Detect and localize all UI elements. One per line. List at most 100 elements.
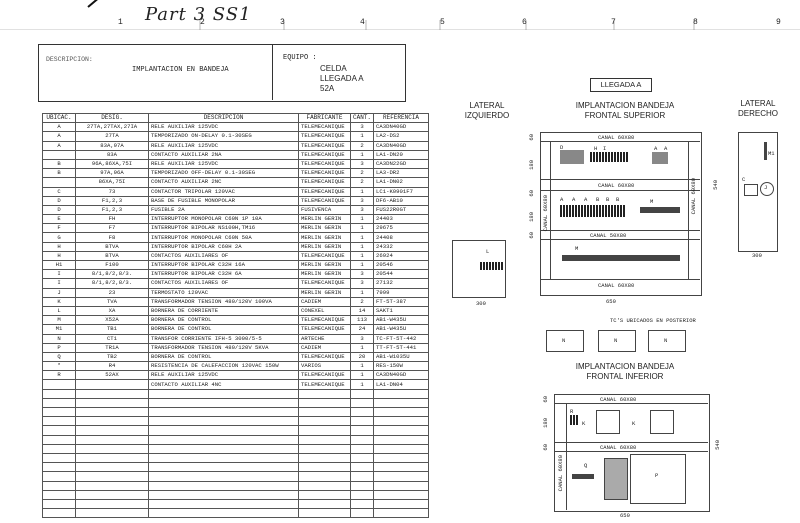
table-cell: CA3DN22GD bbox=[373, 158, 430, 170]
table-cell bbox=[298, 388, 351, 399]
component-transformer-p bbox=[630, 454, 686, 504]
table-cell: M1 bbox=[42, 324, 76, 335]
terminal-strip-m bbox=[640, 207, 680, 213]
table-cell bbox=[349, 406, 375, 418]
terminal-strip-l bbox=[480, 262, 504, 270]
canal-line bbox=[554, 403, 708, 404]
col-header: DESIG. bbox=[75, 112, 149, 124]
equipo-value: CELDA bbox=[320, 64, 347, 73]
component-label: B bbox=[596, 196, 600, 203]
table-cell: G bbox=[42, 232, 76, 243]
table-cell: INTERRUPTOR BIPOLAR NS100H,TM16 bbox=[148, 223, 299, 234]
component-label: A bbox=[560, 196, 564, 203]
table-cell bbox=[349, 425, 375, 436]
component-label: N bbox=[614, 337, 618, 344]
canal-line bbox=[554, 442, 708, 443]
ruler-num: 9 bbox=[776, 18, 781, 27]
table-cell: I bbox=[42, 278, 76, 289]
table-cell: K bbox=[42, 296, 76, 307]
table-cell: D bbox=[42, 204, 76, 216]
table-cell: RELE AUXILIAR 125VDC bbox=[148, 140, 299, 151]
table-cell: MERLIN GERIN bbox=[298, 287, 351, 298]
table-cell: LC1-K0901F7 bbox=[373, 186, 430, 197]
table-cell: AB1-W1035U bbox=[373, 351, 430, 363]
table-cell: LA1-DN02 bbox=[373, 177, 430, 188]
table-cell: H bbox=[42, 250, 76, 262]
table-cell bbox=[42, 425, 76, 436]
table-cell: TC-FT-5T-442 bbox=[373, 333, 430, 344]
table-cell bbox=[42, 498, 76, 510]
lateral-derecho-panel bbox=[738, 132, 778, 252]
table-cell bbox=[75, 480, 149, 491]
table-cell bbox=[373, 443, 430, 454]
lateral-izquierdo-title: LATERAL IZQUIERDO bbox=[464, 101, 510, 120]
lateral-izquierdo-panel bbox=[452, 240, 506, 298]
canal-line bbox=[540, 239, 700, 240]
table-cell bbox=[298, 406, 351, 418]
table-cell: TELEMECANIQUE bbox=[298, 195, 351, 206]
table-cell bbox=[148, 388, 299, 399]
dim-60: 60 bbox=[542, 444, 549, 451]
table-cell: FT-5T-387 bbox=[373, 296, 430, 307]
table-cell: 20546 bbox=[373, 259, 430, 271]
table-cell: 1 bbox=[349, 131, 375, 142]
table-row-blank bbox=[42, 406, 430, 418]
table-cell bbox=[373, 471, 430, 482]
component-relay-row bbox=[560, 205, 626, 217]
table-cell bbox=[42, 434, 76, 445]
ruler-num: 5 bbox=[440, 18, 445, 27]
table-cell: 96A,86XA,75I bbox=[75, 158, 149, 170]
table-cell: TELEMECANIQUE bbox=[298, 149, 351, 160]
component-label: M1 bbox=[768, 150, 775, 157]
table-cell: F7 bbox=[75, 223, 149, 234]
table-cell bbox=[148, 480, 299, 491]
table-cell: 113 bbox=[349, 315, 375, 326]
table-cell: N bbox=[42, 333, 76, 344]
table-cell: 1 bbox=[349, 287, 375, 298]
table-cell: 52AX bbox=[75, 370, 149, 381]
table-cell: 24332 bbox=[373, 241, 430, 252]
table-cell: TELEMECANIQUE bbox=[298, 324, 351, 335]
table-cell: VARIOS bbox=[298, 361, 351, 372]
component-transformer bbox=[596, 410, 620, 434]
table-cell bbox=[75, 388, 149, 399]
table-cell bbox=[42, 443, 76, 454]
table-cell bbox=[349, 508, 375, 519]
table-cell bbox=[373, 452, 430, 464]
table-cell: MERLIN GERIN bbox=[298, 214, 351, 225]
table-cell: LA2-DS2 bbox=[373, 131, 430, 142]
ruler-num: 3 bbox=[280, 18, 285, 27]
table-cell: C bbox=[42, 186, 76, 197]
table-cell: 23 bbox=[75, 287, 149, 298]
dim-60: 60 bbox=[542, 396, 549, 403]
table-cell bbox=[349, 397, 375, 409]
table-cell bbox=[75, 443, 149, 454]
table-cell: 26924 bbox=[373, 250, 430, 262]
table-cell bbox=[148, 471, 299, 482]
table-cell: SAKT1 bbox=[373, 305, 430, 317]
table-cell: RELE AUXILIAR 125VDC bbox=[148, 122, 299, 133]
table-cell: 1 bbox=[349, 232, 375, 243]
ruler-num: 2 bbox=[200, 18, 205, 27]
table-cell: F1,2,3 bbox=[75, 204, 149, 216]
dim-540: 540 bbox=[714, 440, 721, 450]
table-cell bbox=[42, 388, 76, 399]
table-cell: INTERRUPTOR MONOPOLAR C60N 50A bbox=[148, 232, 299, 243]
table-cell bbox=[298, 498, 351, 510]
component-thermostat bbox=[760, 182, 774, 196]
table-cell bbox=[75, 471, 149, 482]
table-cell: A bbox=[42, 140, 76, 151]
table-cell: D bbox=[42, 195, 76, 206]
col-header: REFERENCIA bbox=[373, 112, 430, 124]
component-label: M bbox=[650, 198, 654, 205]
